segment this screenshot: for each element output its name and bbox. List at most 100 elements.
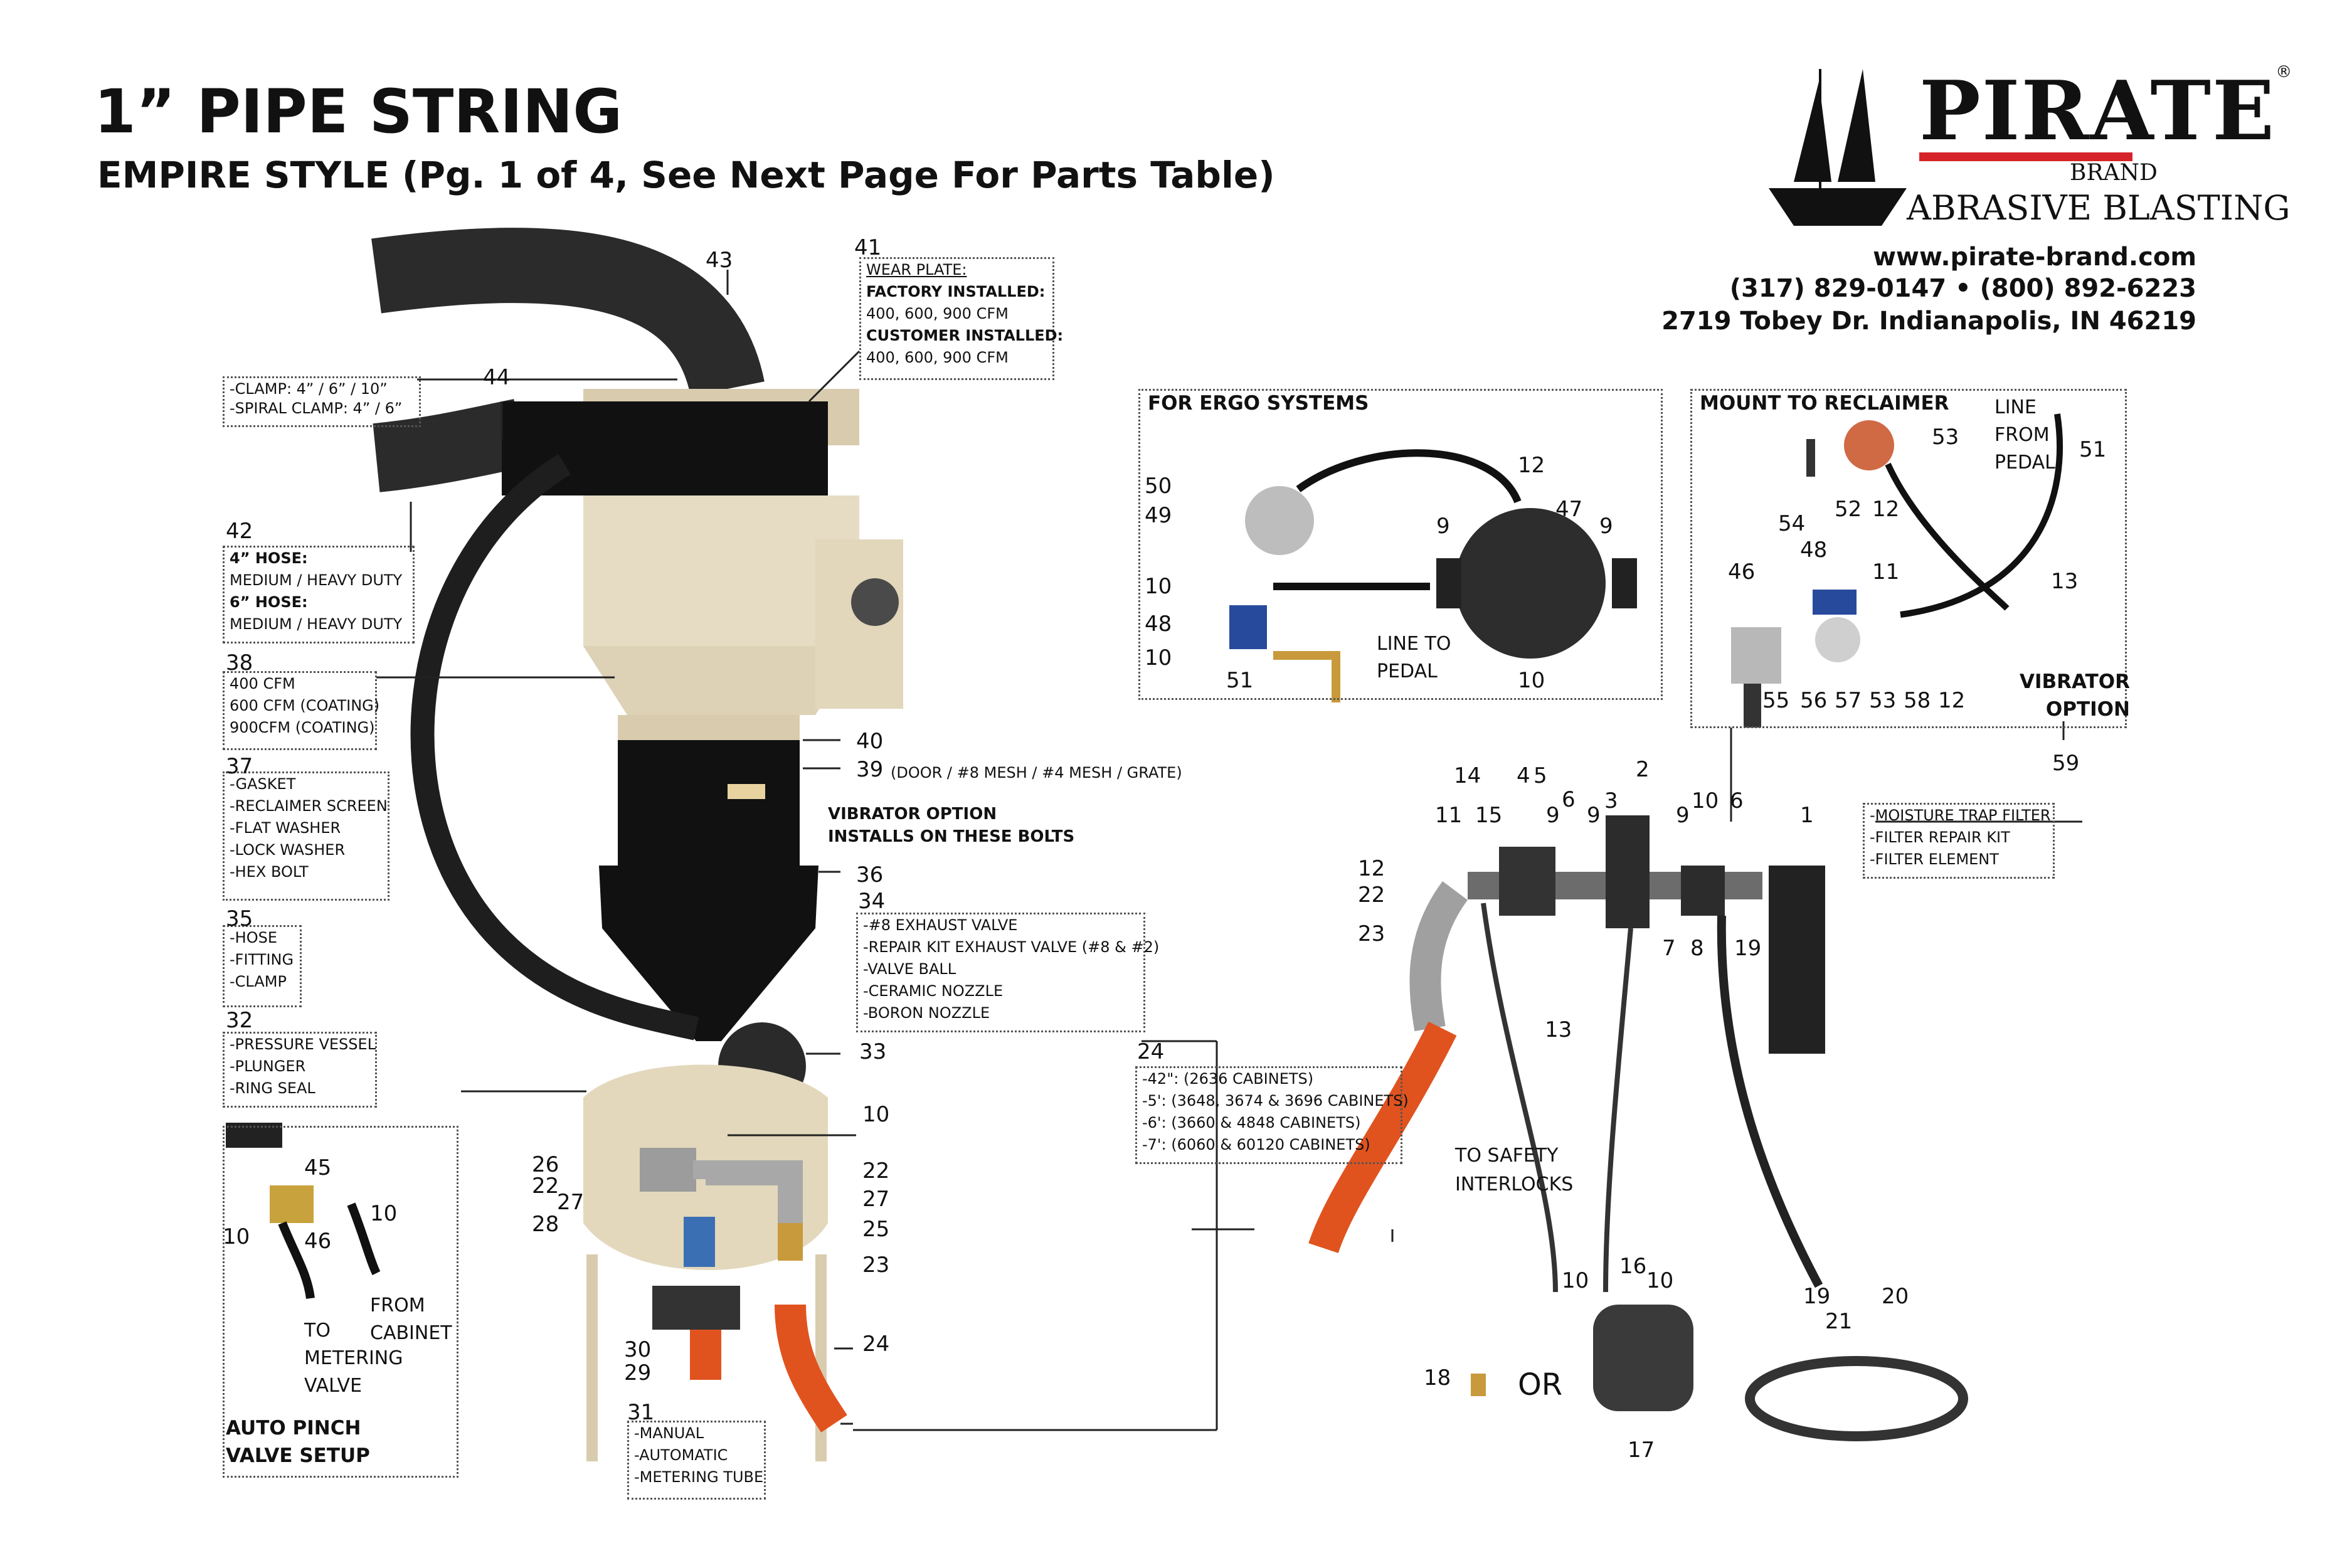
part-number: 13 [1545,1017,1572,1042]
auto-pinch-title-line: AUTO PINCH [226,1417,361,1439]
callout-row: -GASKET [230,775,296,793]
callout-row: -FITTING [230,951,294,968]
air-hose-19 [1717,915,1823,1288]
part-number: 10 [1518,668,1545,693]
part-number: 10 [370,1201,398,1226]
part-number: 42 [226,519,253,544]
callout-row: -METERING TUBE [634,1468,764,1486]
label-line: METERING [304,1347,403,1369]
part-number: 23 [862,1253,890,1278]
part-number: 6 [1730,788,1744,813]
part-number: 9 [1599,514,1613,539]
part-number: 25 [862,1217,890,1242]
brand-tagline: ABRASIVE BLASTING [1907,188,2291,228]
page-title: 1” PIPE STRING [94,77,623,147]
part-number: 23 [1358,921,1385,946]
callout-row: -FILTER REPAIR KIT [1870,829,2010,846]
part-number: 10 [1145,574,1172,599]
callout-row: -PLUNGER [230,1057,306,1075]
website-link[interactable]: www.pirate-brand.com [1873,243,2196,272]
callout-row: 400 CFM [230,675,295,692]
brand-sub: BRAND [2070,160,2158,186]
callout-row: MEDIUM / HEAVY DUTY [230,615,403,633]
pinch-line-from-cabinet [347,1202,381,1276]
line-to-pedal-label: LINE TO PEDAL [1377,630,1451,686]
part-number: 38 [226,650,253,675]
part-number: 19 [1803,1284,1831,1309]
label-line: PEDAL [1377,660,1438,682]
regulator-2 [1606,815,1650,928]
part-number: 12 [1358,856,1385,881]
callout-row: FACTORY INSTALLED: [866,283,1046,300]
part-number: 51 [1226,668,1254,693]
part-number: 8 [1690,936,1704,961]
inset-auto-pinch-valve [223,1126,458,1478]
part-number: 1 [1800,803,1814,828]
pneumatic-line-13-b [1603,928,1633,1293]
ball-valve-28 [684,1217,715,1267]
hopper-36 [599,866,818,1041]
part-number: 54 [1778,511,1806,536]
callout-row: -CLAMP: 4” / 6” / 10” [230,380,388,398]
callout-row: -CLAMP [230,973,287,990]
part-number: 20 [1882,1284,1909,1309]
valve-5 [1499,847,1555,916]
callout-row: 900CFM (COATING) [230,719,375,736]
part-number: 41 [854,235,882,260]
callout-row: 6” HOSE: [230,593,308,611]
callout-row: -HEX BOLT [230,863,309,881]
callout-32-vessel: -PRESSURE VESSEL -PLUNGER -RING SEAL [223,1032,377,1108]
part-number: 37 [226,754,253,779]
callout-row: -REPAIR KIT EXHAUST VALVE (#8 & #2) [863,938,1160,956]
part-number: 10 [223,1224,250,1249]
part-number: 24 [1137,1039,1165,1064]
part-number: 19 [1734,936,1762,961]
inset-mount-to-reclaimer [1690,389,2127,728]
gauge-49 [1245,486,1314,555]
callout-row: -LOCK WASHER [230,841,346,859]
part-number: 12 [1938,688,1966,713]
part-number: 9 [1436,514,1450,539]
label-line: FROM [1994,424,2050,446]
pipe-tee-26 [693,1160,803,1223]
callout-row: 400, 600, 900 CFM [866,349,1009,366]
part-number: 53 [1932,425,1959,450]
part-number: 22 [1358,882,1385,908]
tee-7 [1681,866,1725,916]
label-line: INSTALLS ON THESE BOLTS [828,827,1075,846]
part-number: 51 [2079,437,2107,462]
brand-registered: ® [2275,63,2292,82]
vessel-leg-left [586,1254,598,1461]
part-number: 28 [532,1212,559,1237]
callout-row: 400, 600, 900 CFM [866,305,1009,322]
reclaimer-cylinder [583,495,859,646]
screen-housing-39 [618,740,800,866]
label-line: CABINET [370,1322,452,1344]
collar-40 [618,715,800,740]
label-line: TO SAFETY [1455,1145,1559,1167]
label-line: LINE [1994,396,2037,418]
vibrator-option-box-label: VIBRATOR OPTION [2020,668,2130,723]
label-line: OPTION [2045,698,2130,721]
part-number: 35 [226,906,253,931]
pinch-line-to-metering [278,1221,315,1299]
label-line: VALVE [304,1375,363,1397]
part-number: 7 [1662,936,1676,961]
n39-description: (DOOR / #8 MESH / #4 MESH / GRATE) [891,764,1182,781]
callout-row: -RING SEAL [230,1079,315,1097]
gauge-56 [1815,617,1860,662]
callout-row: -42": (2636 CABINETS) [1142,1070,1314,1088]
part-number: 9 [1587,803,1601,828]
callout-42-hose: 4” HOSE: MEDIUM / HEAVY DUTY 6” HOSE: ME… [223,546,415,644]
callout-row: WEAR PLATE: [866,261,967,278]
moisture-filter-1 [1769,866,1825,1054]
ergo-tee-51 [1273,651,1340,702]
part-number: 32 [226,1008,253,1033]
part-number: 49 [1145,503,1172,528]
callout-row: -PRESSURE VESSEL [230,1036,376,1053]
flex-hose-42 [373,399,527,492]
metering-valve-30 [652,1286,740,1330]
bolt-54 [1806,439,1815,477]
part-number: 9 [1676,803,1690,828]
